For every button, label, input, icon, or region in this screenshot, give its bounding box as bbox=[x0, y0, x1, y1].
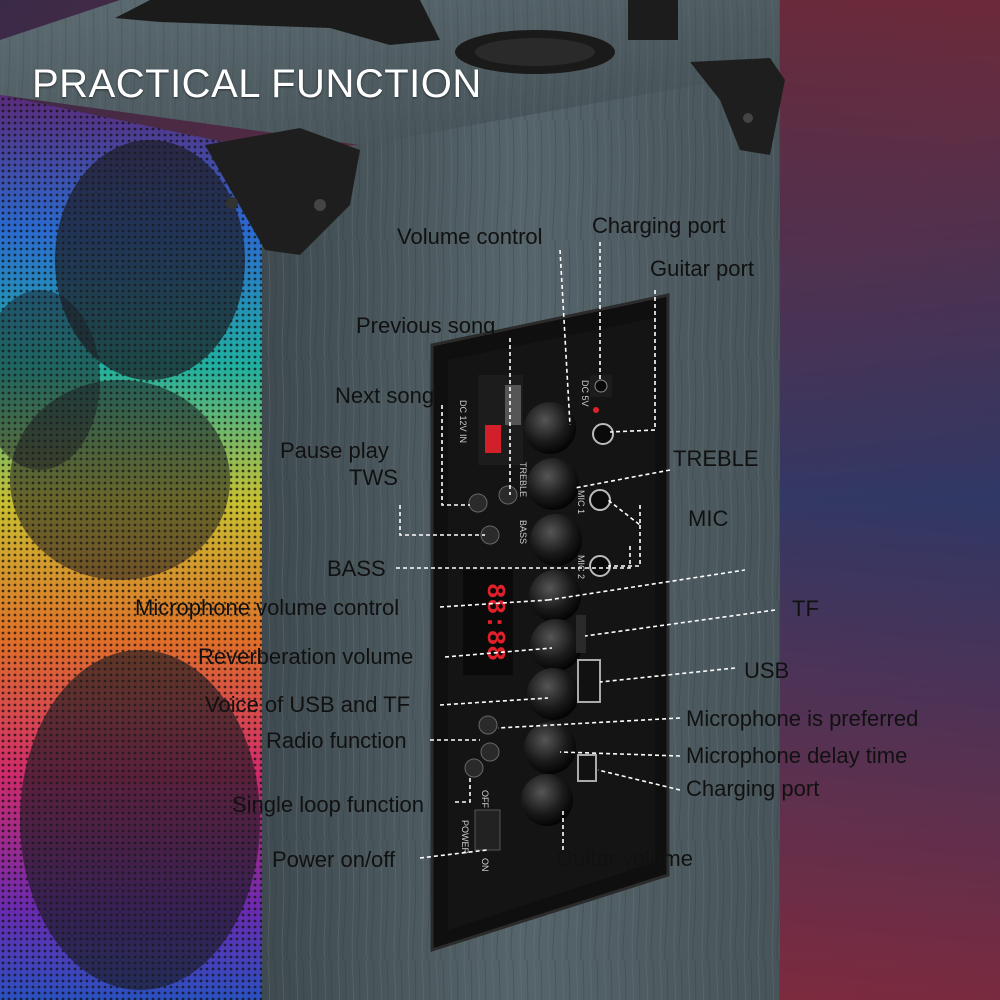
mic1-panel-label: MIC 1 bbox=[576, 490, 586, 514]
label-charging-port-top: Charging port bbox=[592, 213, 726, 238]
power-panel-label: POWER bbox=[460, 820, 470, 855]
label-previous-song: Previous song bbox=[356, 313, 496, 338]
label-microphone-delay-time: Microphone delay time bbox=[686, 743, 908, 768]
off-panel-label: OFF bbox=[480, 790, 490, 808]
knobs bbox=[521, 402, 582, 826]
corner-protector bbox=[690, 58, 785, 155]
label-next-song: Next song bbox=[335, 383, 435, 408]
label-single-loop-function: Single loop function bbox=[232, 792, 425, 817]
bass-panel-label: BASS bbox=[518, 520, 528, 544]
treble-panel-label: TREBLE bbox=[518, 462, 528, 497]
mic2-panel-label: MIC 2 bbox=[576, 555, 586, 579]
label-pause-play: Pause play bbox=[280, 438, 389, 463]
on-panel-label: ON bbox=[480, 858, 490, 872]
label-reverberation-volume: Reverberation volume bbox=[198, 644, 414, 669]
label-tf: TF bbox=[792, 596, 819, 621]
label-mic: MIC bbox=[688, 506, 729, 531]
label-power-on-off: Power on/off bbox=[272, 847, 396, 872]
page-title: PRACTICAL FUNCTION bbox=[32, 62, 482, 106]
label-treble: TREBLE bbox=[673, 446, 759, 471]
dc12v-label: DC 12V IN bbox=[458, 400, 468, 443]
dc5v-label: DC 5V bbox=[580, 380, 590, 407]
leader-lines bbox=[396, 242, 776, 859]
label-radio-function: Radio function bbox=[266, 728, 407, 753]
label-charging-port-bottom: Charging port bbox=[686, 776, 820, 801]
background-right bbox=[770, 0, 1000, 1000]
display-digits: 88:88 bbox=[480, 583, 510, 661]
handle bbox=[115, 0, 440, 45]
label-usb: USB bbox=[744, 658, 790, 683]
control-panel bbox=[430, 293, 670, 953]
label-tws: TWS bbox=[349, 465, 398, 490]
label-guitar-port: Guitar port bbox=[650, 256, 754, 281]
label-voice-of-usb-and-tf: Voice of USB and TF bbox=[205, 692, 411, 717]
label-guitar-volume: Guitar volume bbox=[556, 846, 693, 871]
label-volume-control: Volume control bbox=[397, 224, 543, 249]
corner-protector bbox=[205, 128, 360, 255]
label-microphone-is-preferred: Microphone is preferred bbox=[686, 706, 919, 731]
label-microphone-volume-control: Microphone volume control bbox=[135, 595, 400, 620]
led-display bbox=[463, 570, 513, 675]
front-grille bbox=[0, 95, 262, 1000]
label-bass: BASS bbox=[327, 556, 386, 581]
